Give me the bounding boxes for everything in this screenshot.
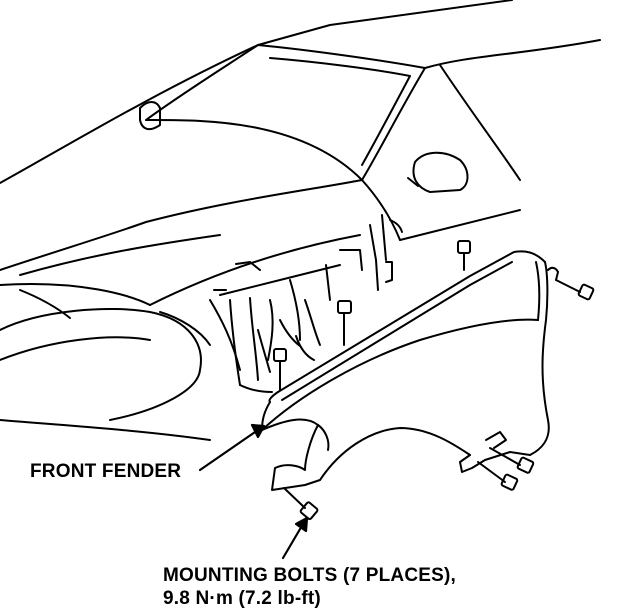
front-fender-arrowhead xyxy=(250,423,266,439)
car-body-outline xyxy=(0,0,601,441)
bolt-icon xyxy=(489,447,535,474)
mounting-bolts-label: MOUNTING BOLTS (7 PLACES), xyxy=(163,565,457,586)
bolt-icon xyxy=(477,461,519,491)
torque-spec-label: 9.8 N·m (7.2 lb-ft) xyxy=(163,588,321,609)
front-fender-part xyxy=(261,250,559,491)
bolt-icon xyxy=(337,300,352,346)
bolt-icon xyxy=(273,348,287,391)
mounting-bolts-arrowhead xyxy=(294,516,309,533)
bolt-icon xyxy=(555,279,595,301)
front-fender-leader xyxy=(198,428,260,472)
bolt-icon xyxy=(283,487,319,521)
callout-arrows xyxy=(198,423,309,560)
front-fender-label: FRONT FENDER xyxy=(30,461,182,482)
bolt-icon xyxy=(457,240,471,271)
mounting-bolts-leader xyxy=(281,522,305,560)
mounting-bolts xyxy=(273,240,595,521)
